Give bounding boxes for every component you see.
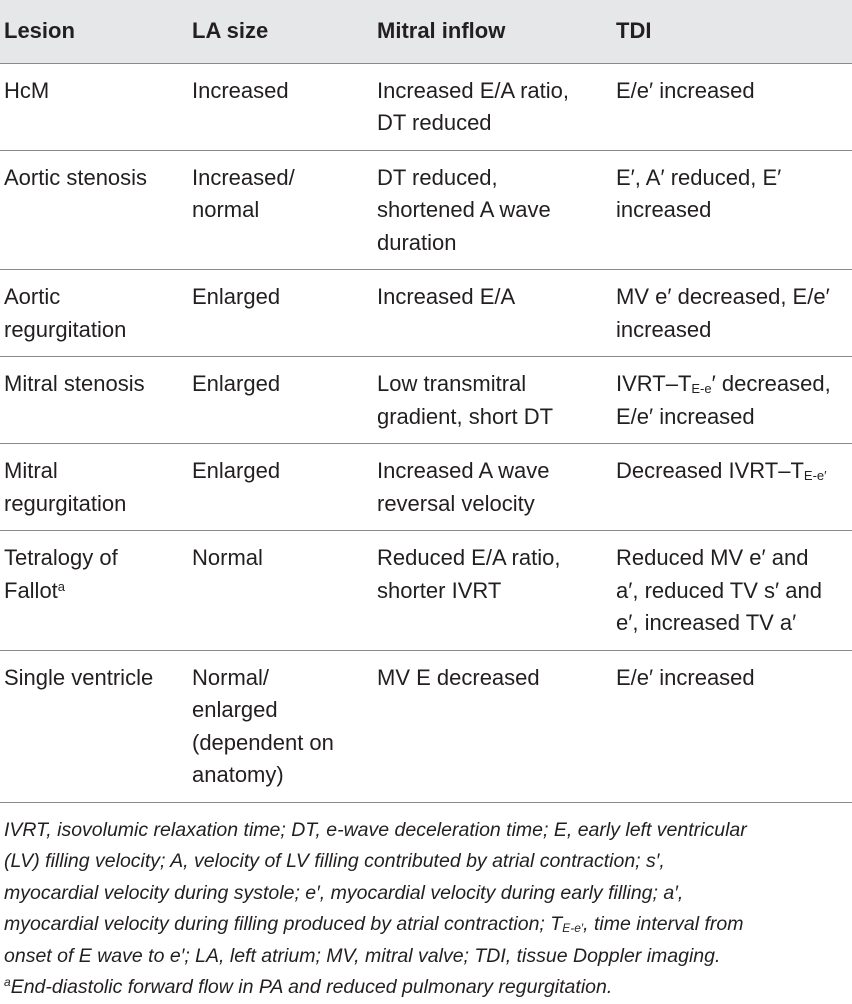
- header-tdi: TDI: [612, 0, 852, 64]
- echo-findings-table: Lesion LA size Mitral inflow TDI HcM Inc…: [0, 0, 852, 803]
- cell-lesion: Mitral stenosis: [0, 356, 188, 444]
- table-row: Single ventricle Normal/ enlarged (depen…: [0, 650, 852, 803]
- table-row: Aortic regurgitation Enlarged Increased …: [0, 269, 852, 357]
- cell-tdi: Reduced MV e′ and a′, reduced TV s′ and …: [612, 530, 852, 651]
- cell-tdi: E′, A′ reduced, E′ increased: [612, 150, 852, 270]
- cell-la-size: Increased/ normal: [188, 150, 373, 270]
- cell-mitral-inflow: Increased A wave reversal velocity: [373, 443, 612, 531]
- cell-la-size: Enlarged: [188, 269, 373, 357]
- table-footnote: IVRT, isovolumic relaxation time; DT, e-…: [4, 818, 747, 999]
- cell-lesion: HcM: [0, 63, 188, 151]
- footnote-marker: a: [57, 578, 66, 594]
- footnote-marker: a: [4, 975, 11, 989]
- table-row: Tetralogy of Fallota Normal Reduced E/A …: [0, 530, 852, 651]
- cell-la-size: Increased: [188, 63, 373, 151]
- cell-lesion: Mitral regurgitation: [0, 443, 188, 531]
- cell-mitral-inflow: DT reduced, shortened A wave duration: [373, 150, 612, 270]
- cell-la-size: Enlarged: [188, 443, 373, 531]
- cell-tdi: Decreased IVRT–TE-e′: [612, 443, 852, 531]
- cell-la-size: Enlarged: [188, 356, 373, 444]
- cell-mitral-inflow: Reduced E/A ratio, shorter IVRT: [373, 530, 612, 651]
- cell-lesion: Aortic stenosis: [0, 150, 188, 270]
- header-mitral-inflow: Mitral inflow: [373, 0, 612, 64]
- cell-lesion: Tetralogy of Fallota: [0, 530, 188, 651]
- header-row: Lesion LA size Mitral inflow TDI: [0, 0, 852, 64]
- cell-la-size: Normal: [188, 530, 373, 651]
- table-row: Mitral regurgitation Enlarged Increased …: [0, 443, 852, 531]
- cell-tdi: MV e′ decreased, E/e′ increased: [612, 269, 852, 357]
- cell-la-size: Normal/ enlarged (dependent on anatomy): [188, 650, 373, 803]
- cell-tdi: IVRT–TE-e′ decreased, E/e′ increased: [612, 356, 852, 444]
- cell-tdi: E/e′ increased: [612, 650, 852, 803]
- header-lesion: Lesion: [0, 0, 188, 64]
- cell-mitral-inflow: MV E decreased: [373, 650, 612, 803]
- table-row: Mitral stenosis Enlarged Low transmitral…: [0, 356, 852, 444]
- header-la-size: LA size: [188, 0, 373, 64]
- table-row: HcM Increased Increased E/A ratio, DT re…: [0, 63, 852, 151]
- cell-mitral-inflow: Low transmitral gradient, short DT: [373, 356, 612, 444]
- cell-tdi: E/e′ increased: [612, 63, 852, 151]
- cell-lesion: Aortic regurgitation: [0, 269, 188, 357]
- table-row: Aortic stenosis Increased/ normal DT red…: [0, 150, 852, 270]
- cell-mitral-inflow: Increased E/A ratio, DT reduced: [373, 63, 612, 151]
- cell-lesion: Single ventricle: [0, 650, 188, 803]
- cell-mitral-inflow: Increased E/A: [373, 269, 612, 357]
